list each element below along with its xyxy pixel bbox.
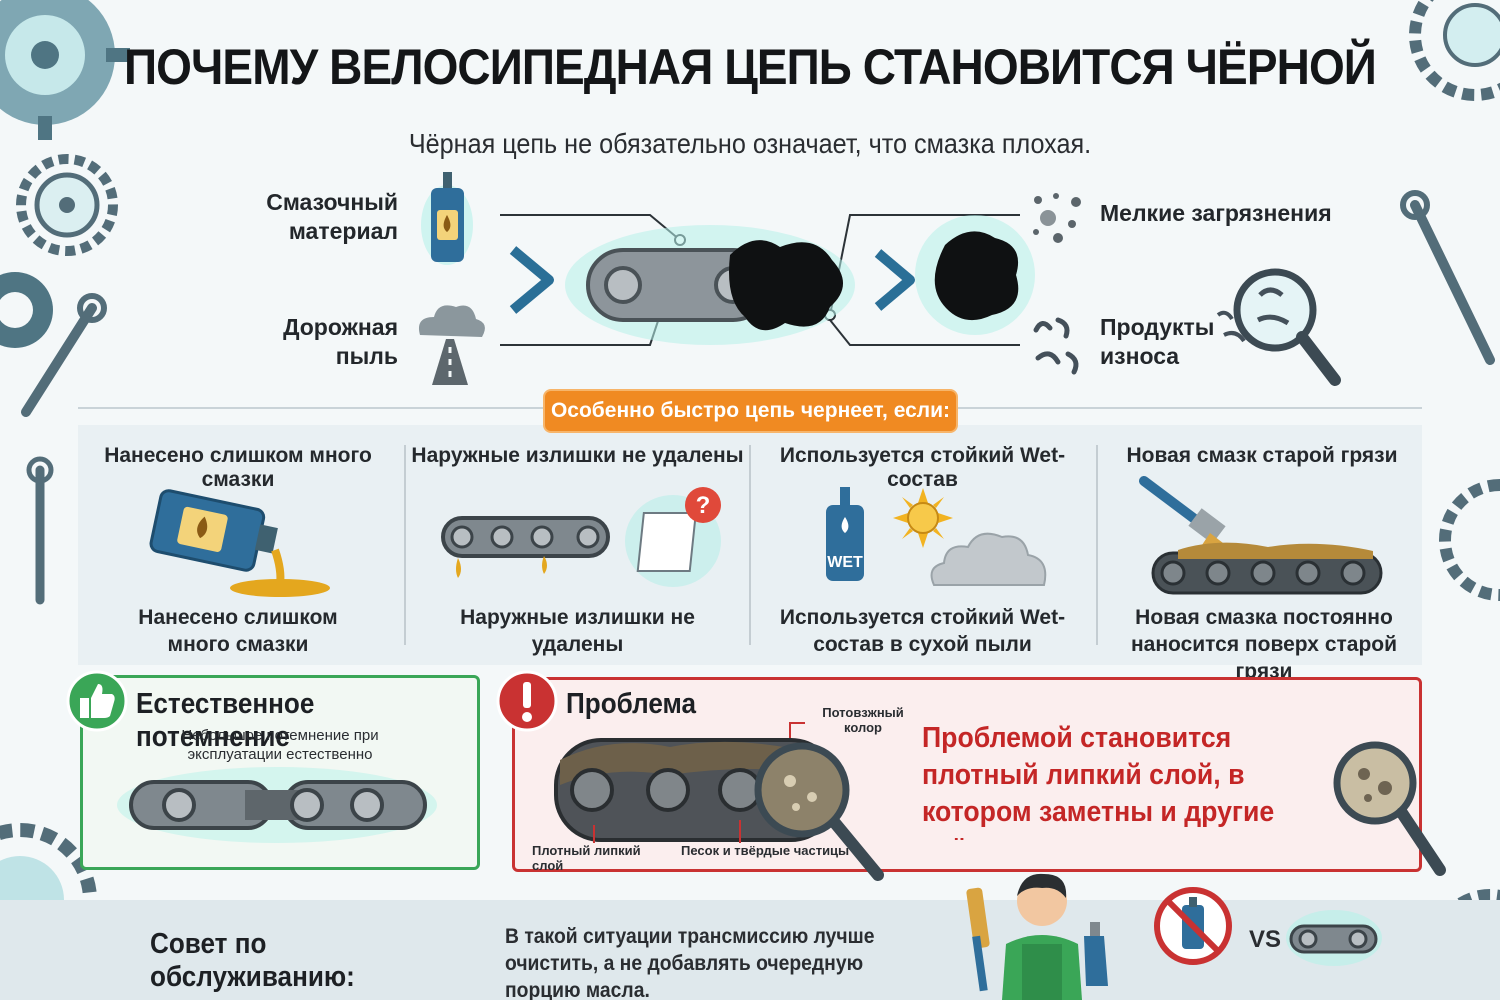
svg-text:?: ? [696, 492, 711, 519]
brush-on-dirty-chain-icon [1139, 476, 1383, 595]
cause-2-heading: Наружные излишки не удалены [411, 444, 744, 467]
gear-icon [0, 0, 130, 140]
wear-particles-icon [1033, 317, 1079, 375]
magnifier-icon [1216, 268, 1341, 386]
thumbs-up-icon [66, 670, 128, 732]
gear-icon [16, 154, 118, 256]
maintenance-tip-bar [0, 900, 1500, 1000]
rag-cloth-icon: ? [625, 487, 721, 587]
lubricant-label: Смазочный материал [266, 189, 398, 244]
dust-cloud-icon [930, 532, 1047, 586]
cause-3-heading: Используется стойкий Wet-состав [779, 444, 1066, 491]
causes-banner: Особенно быстро цепь чернеет, если: [545, 391, 956, 431]
natural-darkening-text: Небольшое потемнение при эксплуатации ес… [181, 727, 379, 763]
oil-bottle-icon [421, 172, 473, 265]
callout-sand-label: Песок и твёрдые частицы [681, 843, 850, 858]
dirt-particles-icon [1033, 193, 1081, 243]
road-dust-icon [418, 305, 485, 385]
cause-3-caption: Используется стойкий Wet-состав в сухой … [779, 606, 1066, 656]
gear-icon [1439, 479, 1500, 601]
magnifier-icon [1333, 741, 1446, 876]
fine-dirt-label: Мелкие загрязнения [1100, 200, 1332, 226]
problem-title: Проблема [566, 688, 697, 720]
grease-blob-icon [915, 215, 1035, 335]
cause-1-caption: Нанесено слишком много смазки [138, 606, 338, 656]
page-title: ПОЧЕМУ ВЕЛОСИПЕДНАЯ ЦЕПЬ СТАНОВИТСЯ ЧЁРН… [124, 39, 1377, 95]
wet-label: WET [827, 554, 863, 571]
cleaning-person-icon [966, 873, 1108, 1000]
column-divider [1096, 445, 1098, 645]
cause-2-caption: Наружные излишки не удалены [460, 606, 695, 656]
arrow-right-icon [874, 249, 915, 311]
column-divider [404, 445, 406, 645]
clean-chain-icon [117, 767, 437, 843]
road-dust-label: Дорожная пыль [283, 314, 398, 369]
callout-top-label: Потовзжный колор [822, 705, 904, 735]
gear-icon [1409, 0, 1500, 101]
page-subtitle: Чёрная цепь не обязательно означает, что… [408, 128, 1092, 159]
dripping-chain-icon [441, 516, 610, 578]
column-divider [749, 445, 751, 645]
sun-icon [893, 488, 953, 548]
wet-bottle-icon [826, 487, 864, 581]
warning-icon [496, 670, 558, 732]
cause-1-heading: Нанесено слишком много смазки [104, 444, 372, 491]
callout-layer-label: Плотный липкий слой [532, 843, 641, 873]
cause-4-caption: Новая смазка постоянно наносится поверх … [1130, 606, 1398, 683]
dirty-chain-icon [554, 722, 884, 881]
no-oil-icon [1154, 887, 1232, 965]
chain-link-greasy-icon [565, 225, 855, 345]
spilled-oil-bottle-icon [149, 489, 330, 597]
wrench-icon [21, 293, 107, 417]
problem-text: Проблемой становится плотный липкий слой… [922, 722, 1275, 840]
wear-products-label: Продукты износа [1100, 314, 1215, 369]
wrench-icon [26, 456, 54, 605]
tip-text: В такой ситуации трансмиссию лучше очист… [505, 925, 875, 1000]
tip-label: Совет по обслуживанию: [150, 928, 355, 993]
gear-icon [0, 272, 53, 348]
wrench-icon [1400, 190, 1495, 365]
natural-darkening-title: Естественное потемнение [136, 688, 315, 753]
arrow-right-icon [509, 246, 554, 314]
vs-label: VS [1249, 926, 1282, 953]
cause-4-heading: Новая смазк старой грязи [1126, 444, 1398, 467]
clean-chain-icon [1286, 910, 1382, 966]
